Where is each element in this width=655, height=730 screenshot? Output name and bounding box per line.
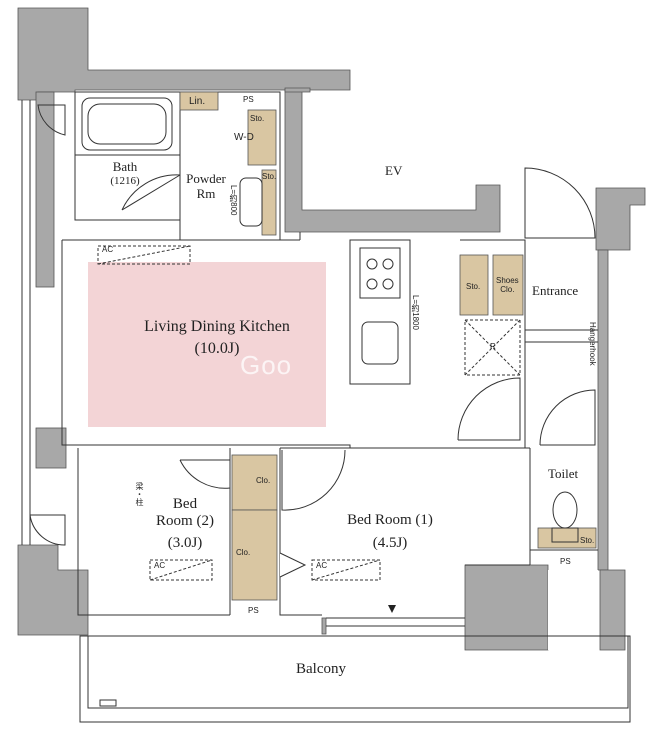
- structural-walls: [17, 7, 646, 651]
- shoes-closet: [492, 254, 524, 316]
- balcony-grille: [99, 699, 117, 707]
- bed2-name-2: Room (2): [156, 513, 214, 530]
- bath-door[interactable]: [121, 174, 181, 211]
- bathtub: [81, 97, 173, 151]
- powder-sink: [239, 177, 263, 227]
- ldk-highlight: [88, 262, 326, 427]
- wall-right-bottom: [599, 569, 626, 651]
- bath-name: Bath: [112, 159, 138, 174]
- counter-800-label: L=約800: [229, 185, 238, 216]
- room-label-bed2: Bed Room (2) (3.0J): [140, 496, 230, 552]
- room-label-entrance: Entrance: [532, 283, 579, 298]
- fridge-space: [464, 319, 521, 376]
- sto-label-powder: Sto.: [262, 172, 277, 181]
- column-mark-label: 梁・柱: [135, 482, 144, 506]
- bed2-closet-top: [231, 454, 278, 511]
- doors: [29, 104, 596, 546]
- room-label-balcony: Balcony: [296, 661, 346, 677]
- wd-label: W-D: [234, 132, 254, 143]
- wall-left-column-top: [35, 91, 55, 288]
- ac-label-ldk: AC: [102, 245, 114, 254]
- shoes-line-2: Clo.: [500, 285, 515, 294]
- fridge-label: R: [490, 342, 496, 351]
- shoes-line-1: Shoes: [496, 276, 519, 285]
- ac-label-bed1: AC: [316, 561, 328, 570]
- bed2-closet-bottom: [231, 509, 278, 601]
- wall-top-right: [595, 187, 646, 251]
- counter-1800-label: L=約1800: [411, 295, 420, 330]
- toilet-fixture: [551, 491, 579, 543]
- room-label-ev: EV: [385, 163, 403, 178]
- wall-right-strip: [597, 249, 609, 571]
- clo-label-top: Clo.: [256, 476, 271, 485]
- bath-size: (1216): [110, 174, 140, 187]
- entrance-arrow: [388, 605, 396, 613]
- bed2-size: (3.0J): [167, 534, 203, 551]
- bed1-size: (4.5J): [372, 535, 408, 552]
- storage-units: [179, 91, 597, 601]
- interior-lines: [21, 91, 631, 723]
- ac-units: [97, 245, 381, 581]
- ac-label-bed2: AC: [154, 561, 166, 570]
- kitchen-sink: [361, 321, 399, 365]
- wall-left-column-mid: [35, 427, 67, 469]
- sto-label-entrance: Sto.: [466, 282, 481, 291]
- hanger-hook-label: Hangerhook: [588, 322, 597, 366]
- wall-bed1-bottom: [321, 617, 327, 635]
- room-label-powder: Powder Rm: [180, 171, 232, 202]
- ps-label-top: PS: [243, 95, 254, 104]
- room-label-toilet: Toilet: [548, 466, 579, 481]
- shoes-label: Shoes Clo.: [496, 276, 519, 294]
- stove: [359, 247, 401, 299]
- sto-label-toilet: Sto.: [580, 536, 595, 545]
- watermark: Goo: [240, 350, 293, 380]
- linen-closet: [179, 91, 219, 111]
- powder-line-1: Powder: [186, 171, 226, 186]
- wall-top-left: [17, 7, 351, 101]
- bed2-name-1: Bed: [172, 496, 198, 512]
- ldk-name: Living Dining Kitchen: [144, 318, 290, 335]
- room-label-ldk: Living Dining Kitchen (10.0J): [122, 318, 312, 359]
- room-label-bed1: Bed Room (1) (4.5J): [320, 512, 460, 553]
- bed1-name: Bed Room (1): [347, 512, 433, 528]
- wall-bottom-right: [464, 564, 549, 651]
- closet-door-mark: [279, 552, 307, 578]
- wall-bottom-left: [17, 544, 89, 636]
- ps-label-toilet: PS: [560, 557, 571, 566]
- wall-ev-shaft: [284, 89, 501, 233]
- ps-label-bed: PS: [248, 606, 259, 615]
- sto-label-wd: Sto.: [250, 114, 265, 123]
- wd-storage: [247, 109, 277, 166]
- clo-label-bottom: Clo.: [236, 548, 251, 557]
- entrance-storage: [459, 254, 489, 316]
- powder-line-2: Rm: [196, 185, 216, 201]
- linen-label: Lin.: [189, 96, 206, 107]
- wall-ev-top: [284, 87, 311, 93]
- room-label-bath: Bath (1216): [100, 159, 150, 188]
- wall-bottom-right-2: [548, 570, 598, 650]
- ldk-size: (10.0J): [194, 340, 240, 358]
